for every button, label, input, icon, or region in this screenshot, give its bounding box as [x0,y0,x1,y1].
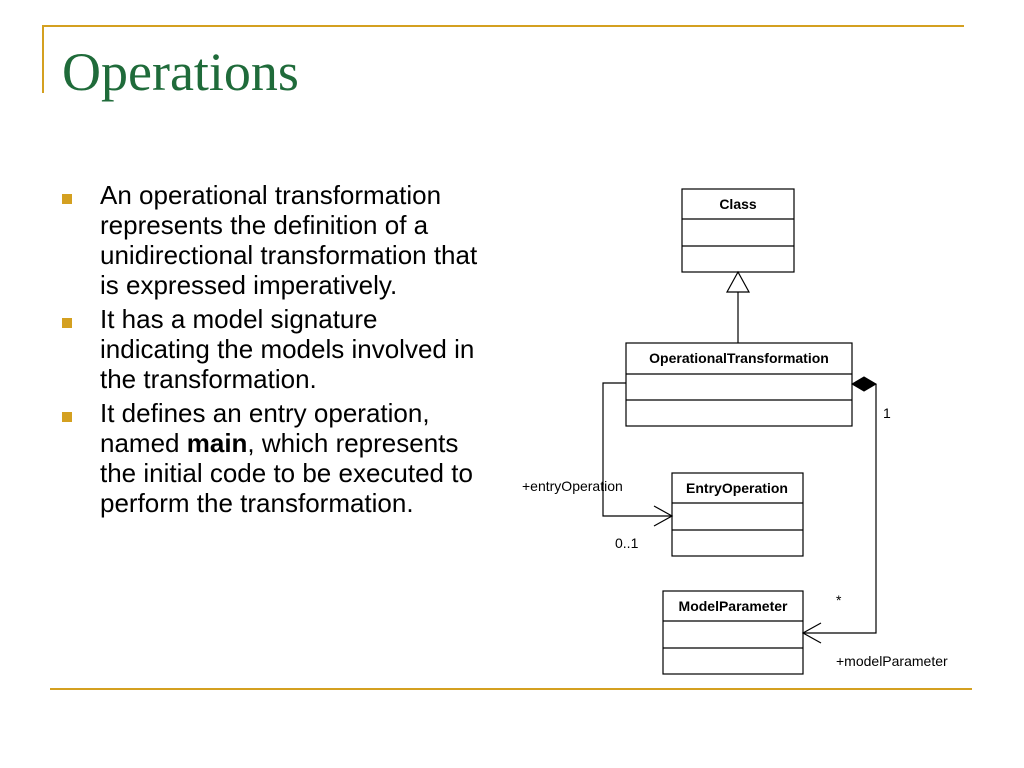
class-name: EntryOperation [686,480,788,496]
model-role-label: +modelParameter [836,653,948,669]
bullet-item: It defines an entry operation, named mai… [62,398,492,518]
class-name: ModelParameter [679,598,788,614]
square-bullet-icon [62,318,72,328]
class-name: OperationalTransformation [649,350,829,366]
square-bullet-icon [62,412,72,422]
page-title: Operations [62,42,299,102]
bullet-text-before: It defines an entry operation, named [100,398,430,458]
class-box [681,188,795,273]
uml-class-class: Class [681,188,795,273]
bullet-list: An operational transformation represents… [62,180,492,522]
model-composition-line [803,384,877,634]
bullet-text-after: , which represents the initial code to b… [100,428,473,518]
class-box [671,472,804,557]
class-box [662,590,804,675]
bullet-item: It has a model signature indicating the … [62,304,492,394]
bullet-item: An operational transformation represents… [62,180,492,300]
model-multiplicity-label: * [836,592,842,608]
class-name: Class [719,196,757,212]
bullet-text: An operational transformation represents… [100,180,478,300]
class-box [625,342,853,427]
uml-class-operational-transformation: OperationalTransformation [625,342,853,427]
inheritance-triangle-icon [725,270,751,293]
square-bullet-icon [62,194,72,204]
bullet-text-bold: main [186,428,248,458]
entry-role-label: +entryOperation [522,478,623,494]
frame-top-rule [42,25,964,27]
owner-multiplicity-label: 1 [883,405,891,421]
open-arrowhead-icon [653,505,674,527]
entry-association-line [602,382,672,517]
composition-diamond-icon [851,376,877,392]
uml-class-model-parameter: ModelParameter [662,590,804,675]
uml-class-entry-operation: EntryOperation [671,472,804,557]
bullet-text: It has a model signature indicating the … [100,304,475,394]
entry-multiplicity-label: 0..1 [615,535,639,551]
frame-left-accent [42,25,44,93]
frame-bottom-rule [50,688,972,690]
open-arrowhead-icon [801,622,822,644]
